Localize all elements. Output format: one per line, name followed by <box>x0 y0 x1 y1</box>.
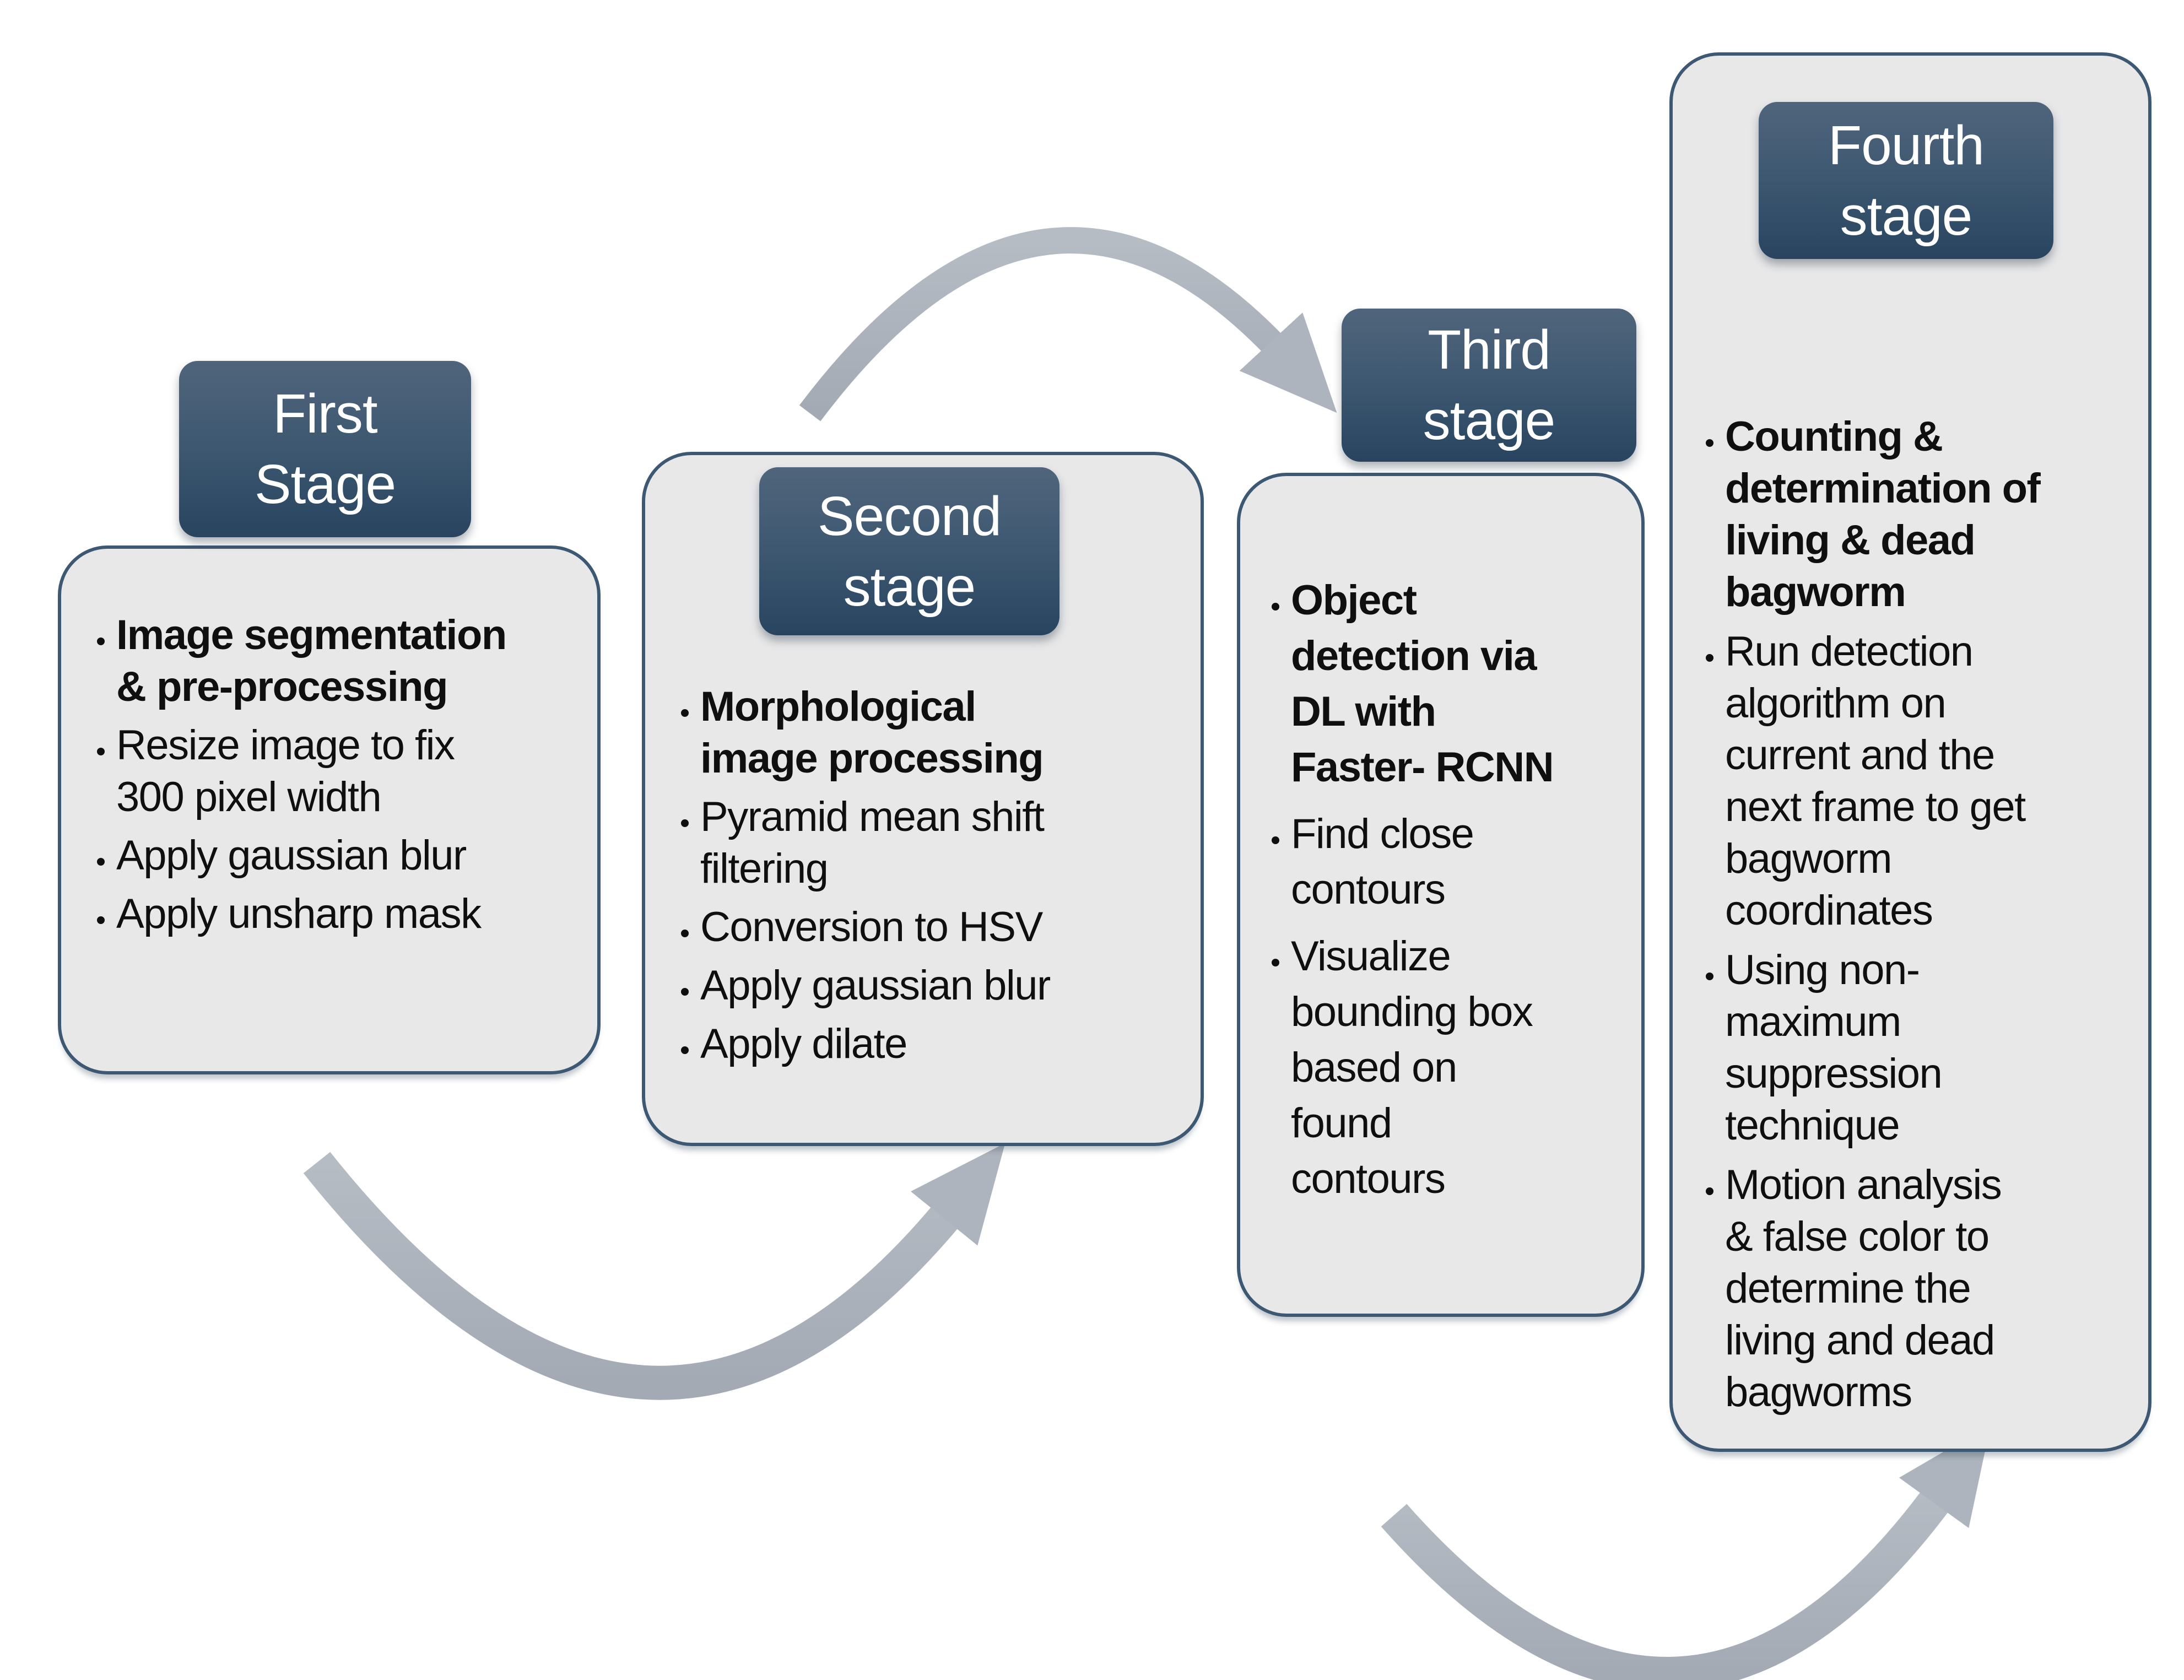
stage-1-card: Image segmentation & pre-processing Resi… <box>58 545 601 1074</box>
bullet-item: Find close contours <box>1291 806 1630 917</box>
bullet-item: Apply dilate <box>700 1018 1184 1070</box>
bullet-item: Counting & determination of living & dea… <box>1725 411 2137 618</box>
bullet-item: Morphological image processing <box>700 681 1184 785</box>
bullet-item: Resize image to fix 300 pixel width <box>116 720 581 823</box>
arrow-stage1-to-stage2-icon <box>303 1143 1005 1400</box>
bullet-item: Apply unsharp mask <box>116 888 581 940</box>
bullet-item: Image segmentation & pre-processing <box>116 609 581 713</box>
bullet-item: Using non- maximum suppression technique <box>1725 944 2137 1152</box>
bullet-item: Pyramid mean shift filtering <box>700 791 1184 895</box>
stage-4-title: Fourth stage <box>1759 102 2053 259</box>
arrow-stage3-to-stage4-icon <box>1381 1424 1991 1680</box>
stage-4-bullet-list: Counting & determination of living & dea… <box>1673 411 2148 1418</box>
arrow-stage2-to-stage3-icon <box>799 227 1337 422</box>
bullet-item: Visualize bounding box based on found co… <box>1291 928 1630 1207</box>
bullet-item: Object detection via DL with Faster- RCN… <box>1291 572 1630 795</box>
stage-3-title: Third stage <box>1342 309 1636 462</box>
stage-3-card: Object detection via DL with Faster- RCN… <box>1237 473 1645 1317</box>
bullet-item: Run detection algorithm on current and t… <box>1725 626 2137 937</box>
bullet-item: Apply gaussian blur <box>700 960 1184 1012</box>
bullet-item: Motion analysis & false color to determi… <box>1725 1159 2137 1418</box>
stage-2-bullet-list: Morphological image processing Pyramid m… <box>645 681 1201 1070</box>
stage-2-title: Second stage <box>759 467 1059 635</box>
bullet-item: Apply gaussian blur <box>116 830 581 882</box>
stage-1-title: First Stage <box>179 361 471 537</box>
stage-4-card: Counting & determination of living & dea… <box>1669 52 2151 1452</box>
bullet-item: Conversion to HSV <box>700 901 1184 953</box>
stage-1-bullet-list: Image segmentation & pre-processing Resi… <box>61 609 597 940</box>
stage-3-bullet-list: Object detection via DL with Faster- RCN… <box>1240 572 1641 1207</box>
